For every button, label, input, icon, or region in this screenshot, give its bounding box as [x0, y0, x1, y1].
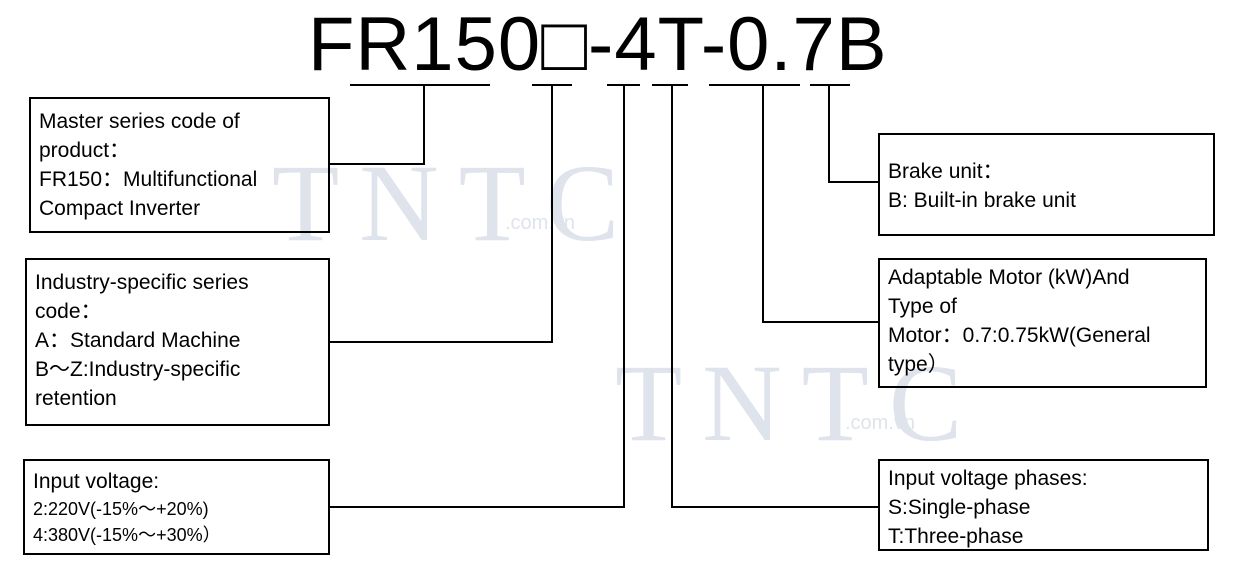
master-series-box: Master series code of product： FR150：Mul…	[29, 97, 330, 233]
industry-series-line-5: retention	[35, 387, 117, 410]
industry-series-line-2: code：	[35, 300, 102, 323]
industry-series-box: Industry-specific series code： A：Standar…	[25, 258, 330, 426]
master-series-line-3: FR150：Multifunctional	[39, 168, 258, 191]
code-part-voltage: -4	[588, 2, 658, 87]
industry-series-line-4: B～Z:Industry-specific	[35, 358, 241, 381]
brake-unit-line-2: B: Built-in brake unit	[888, 189, 1076, 212]
connector-brake-unit	[828, 85, 878, 183]
connector-industry-series	[330, 85, 553, 343]
master-series-line-2: product：	[39, 139, 131, 162]
adaptable-motor-line-4: type）	[888, 353, 949, 376]
connector-input-voltage	[330, 85, 625, 508]
voltage-phases-box: Input voltage phases: S:Single-phase T:T…	[878, 459, 1209, 551]
input-voltage-box: Input voltage: 2:220V(-15%～+20%) 4:380V(…	[23, 459, 330, 555]
connector-voltage-phases	[671, 85, 878, 508]
adaptable-motor-line-3: Motor：0.7:0.75kW(General	[888, 324, 1151, 347]
input-voltage-line-1: Input voltage:	[33, 470, 160, 493]
code-part-series: FR150	[308, 2, 542, 87]
voltage-phases-line-3: T:Three-phase	[888, 525, 1024, 548]
brake-unit-line-1: Brake unit：	[888, 160, 1004, 183]
voltage-phases-line-1: Input voltage phases:	[888, 467, 1088, 490]
industry-series-line-1: Industry-specific series	[35, 271, 249, 294]
master-series-line-4: Compact Inverter	[39, 197, 201, 220]
input-voltage-line-3: 4:380V(-15%～+30%）	[33, 525, 221, 545]
adaptable-motor-box: Adaptable Motor (kW)And Type of Motor：0.…	[878, 258, 1207, 388]
adaptable-motor-line-1: Adaptable Motor (kW)And	[888, 266, 1130, 289]
industry-series-line-3: A：Standard Machine	[35, 329, 241, 352]
model-code-heading: FR150□-4T-0.7B	[308, 5, 888, 85]
connector-adaptable-motor	[762, 85, 878, 323]
voltage-phases-line-2: S:Single-phase	[888, 496, 1031, 519]
brake-unit-box: Brake unit： B: Built-in brake unit	[878, 133, 1215, 236]
code-part-brake: B	[835, 2, 888, 87]
adaptable-motor-line-2: Type of	[888, 295, 957, 318]
code-part-phases: T	[657, 2, 701, 87]
code-part-industry: □	[541, 2, 589, 87]
input-voltage-line-2: 2:220V(-15%～+20%)	[33, 499, 209, 519]
connector-master-series	[330, 85, 425, 165]
master-series-line-1: Master series code of	[39, 110, 240, 133]
code-part-motor: -0.7	[700, 2, 836, 87]
